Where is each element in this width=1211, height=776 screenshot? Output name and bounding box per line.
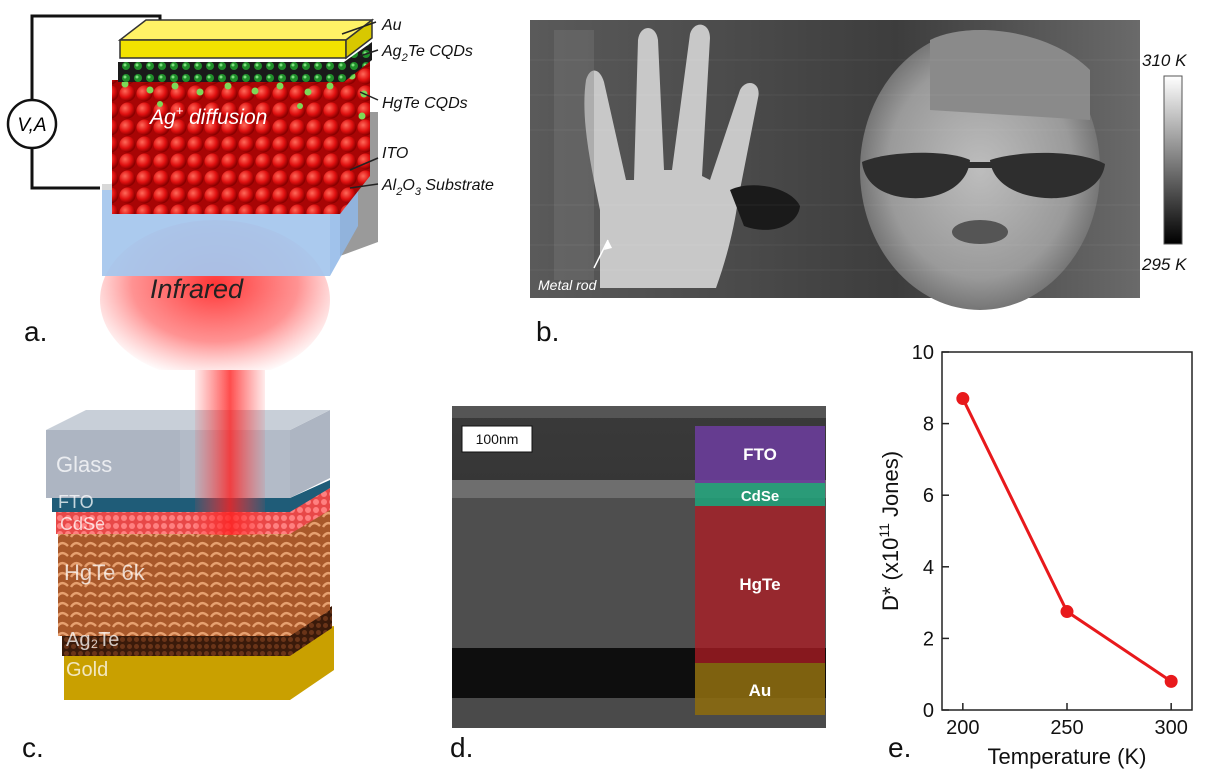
au-label: Au xyxy=(381,17,402,34)
scale-bar-label: 100nm xyxy=(476,431,519,447)
panel-a-device-schematic: V,A Ag+ diffusion xyxy=(0,0,530,380)
data-point xyxy=(1060,605,1074,619)
fto-label: FTO xyxy=(58,492,94,512)
ito-label: ITO xyxy=(382,145,408,162)
panel-c-device-stack: Glass FTO CdSe HgTe 6k Ag₂Te Gold c. xyxy=(0,370,430,771)
y-tick-label: 8 xyxy=(923,414,934,436)
cdse-overlay xyxy=(695,483,825,506)
cdse-layer-label: CdSe xyxy=(741,488,779,505)
hgte-layer-label: HgTe xyxy=(739,575,780,594)
meter-label: V,A xyxy=(17,115,46,136)
y-tick-label: 2 xyxy=(923,628,934,650)
gold-label: Gold xyxy=(66,659,108,681)
plot-frame xyxy=(941,351,1193,711)
scale-min-label: 295 K xyxy=(1141,255,1187,274)
scale-max-label: 310 K xyxy=(1142,51,1187,70)
x-tick-label: 250 xyxy=(1050,717,1083,739)
incident-beam xyxy=(195,370,265,535)
panel-d-figure: FTO CdSe HgTe Au 100nm xyxy=(452,406,826,728)
ag2te-layer xyxy=(62,606,332,656)
infrared-label: Infrared xyxy=(150,274,244,304)
data-point xyxy=(1164,674,1178,688)
detectivity-chart: 0 2 4 6 8 10 200 250 300 D* (x1011 Jones) Tempe… xyxy=(876,342,1193,769)
metal-rod-dark xyxy=(730,185,800,230)
panel-label-e: e. xyxy=(888,732,912,763)
panel-label-b: b. xyxy=(536,316,560,347)
y-axis-label: D* (x1011 Jones) xyxy=(876,451,903,611)
panel-a-figure: V,A Ag+ diffusion xyxy=(6,14,494,380)
sunglasses xyxy=(862,152,1105,199)
au-layer-label: Au xyxy=(749,681,772,700)
panel-b-figure: Metal rod 310 K 295 K xyxy=(530,20,1187,310)
hgte-label: HgTe 6k xyxy=(64,560,146,585)
panel-label-a: a. xyxy=(24,316,48,347)
fto-layer-label: FTO xyxy=(743,445,777,464)
leader-lines xyxy=(341,21,379,189)
ag-diffusion-label: Ag+ diffusion xyxy=(148,103,267,129)
au-overlay xyxy=(695,663,825,715)
panel-label-d: d. xyxy=(450,732,474,763)
au-electrode xyxy=(117,19,375,41)
hgte-6k-layer xyxy=(58,504,330,636)
metal-rod-label: Metal rod xyxy=(538,277,598,293)
data-point xyxy=(956,392,970,406)
ag-ion-dots xyxy=(121,72,368,120)
x-tick-label: 300 xyxy=(1154,717,1187,739)
cdse-label: CdSe xyxy=(60,514,105,534)
temperature-scale-bar xyxy=(1163,75,1183,245)
panel-c-figure: Glass FTO CdSe HgTe 6k Ag₂Te Gold xyxy=(46,370,334,700)
panel-d-sem-cross-section: FTO CdSe HgTe Au 100nm d. xyxy=(430,370,870,771)
x-tick-label: 200 xyxy=(946,717,979,739)
hgte-overlay xyxy=(695,506,825,663)
scale-bar-box xyxy=(461,425,533,453)
ag2te-cqd-layer xyxy=(118,42,372,82)
metal-rod-arrow xyxy=(593,239,609,269)
meter-circle xyxy=(6,98,58,150)
hgte-label: HgTe CQDs xyxy=(382,95,468,112)
panel-e-detectivity-chart: 0 2 4 6 8 10 200 250 300 D* (x1011 Jones) Tempe… xyxy=(870,330,1211,771)
al2o3-label: Al2O3 Substrate xyxy=(381,177,494,198)
panel-label-c: c. xyxy=(22,732,44,763)
y-tick-label: 10 xyxy=(912,342,934,364)
fto-overlay xyxy=(695,426,825,483)
y-tick-label: 0 xyxy=(923,700,934,722)
y-tick-label: 4 xyxy=(923,557,934,579)
ag2te-label: Ag2Te CQDs xyxy=(381,43,473,64)
glass-label: Glass xyxy=(56,452,112,477)
hand-silhouette xyxy=(584,24,759,288)
hgte-cqd-layer xyxy=(112,58,370,214)
panel-b-thermal-image: Metal rod 310 K 295 K b. xyxy=(530,0,1211,360)
gold-layer xyxy=(64,626,334,700)
x-axis-label: Temperature (K) xyxy=(988,744,1147,769)
ag2te-label: Ag₂Te xyxy=(66,629,119,651)
y-tick-label: 6 xyxy=(923,485,934,507)
